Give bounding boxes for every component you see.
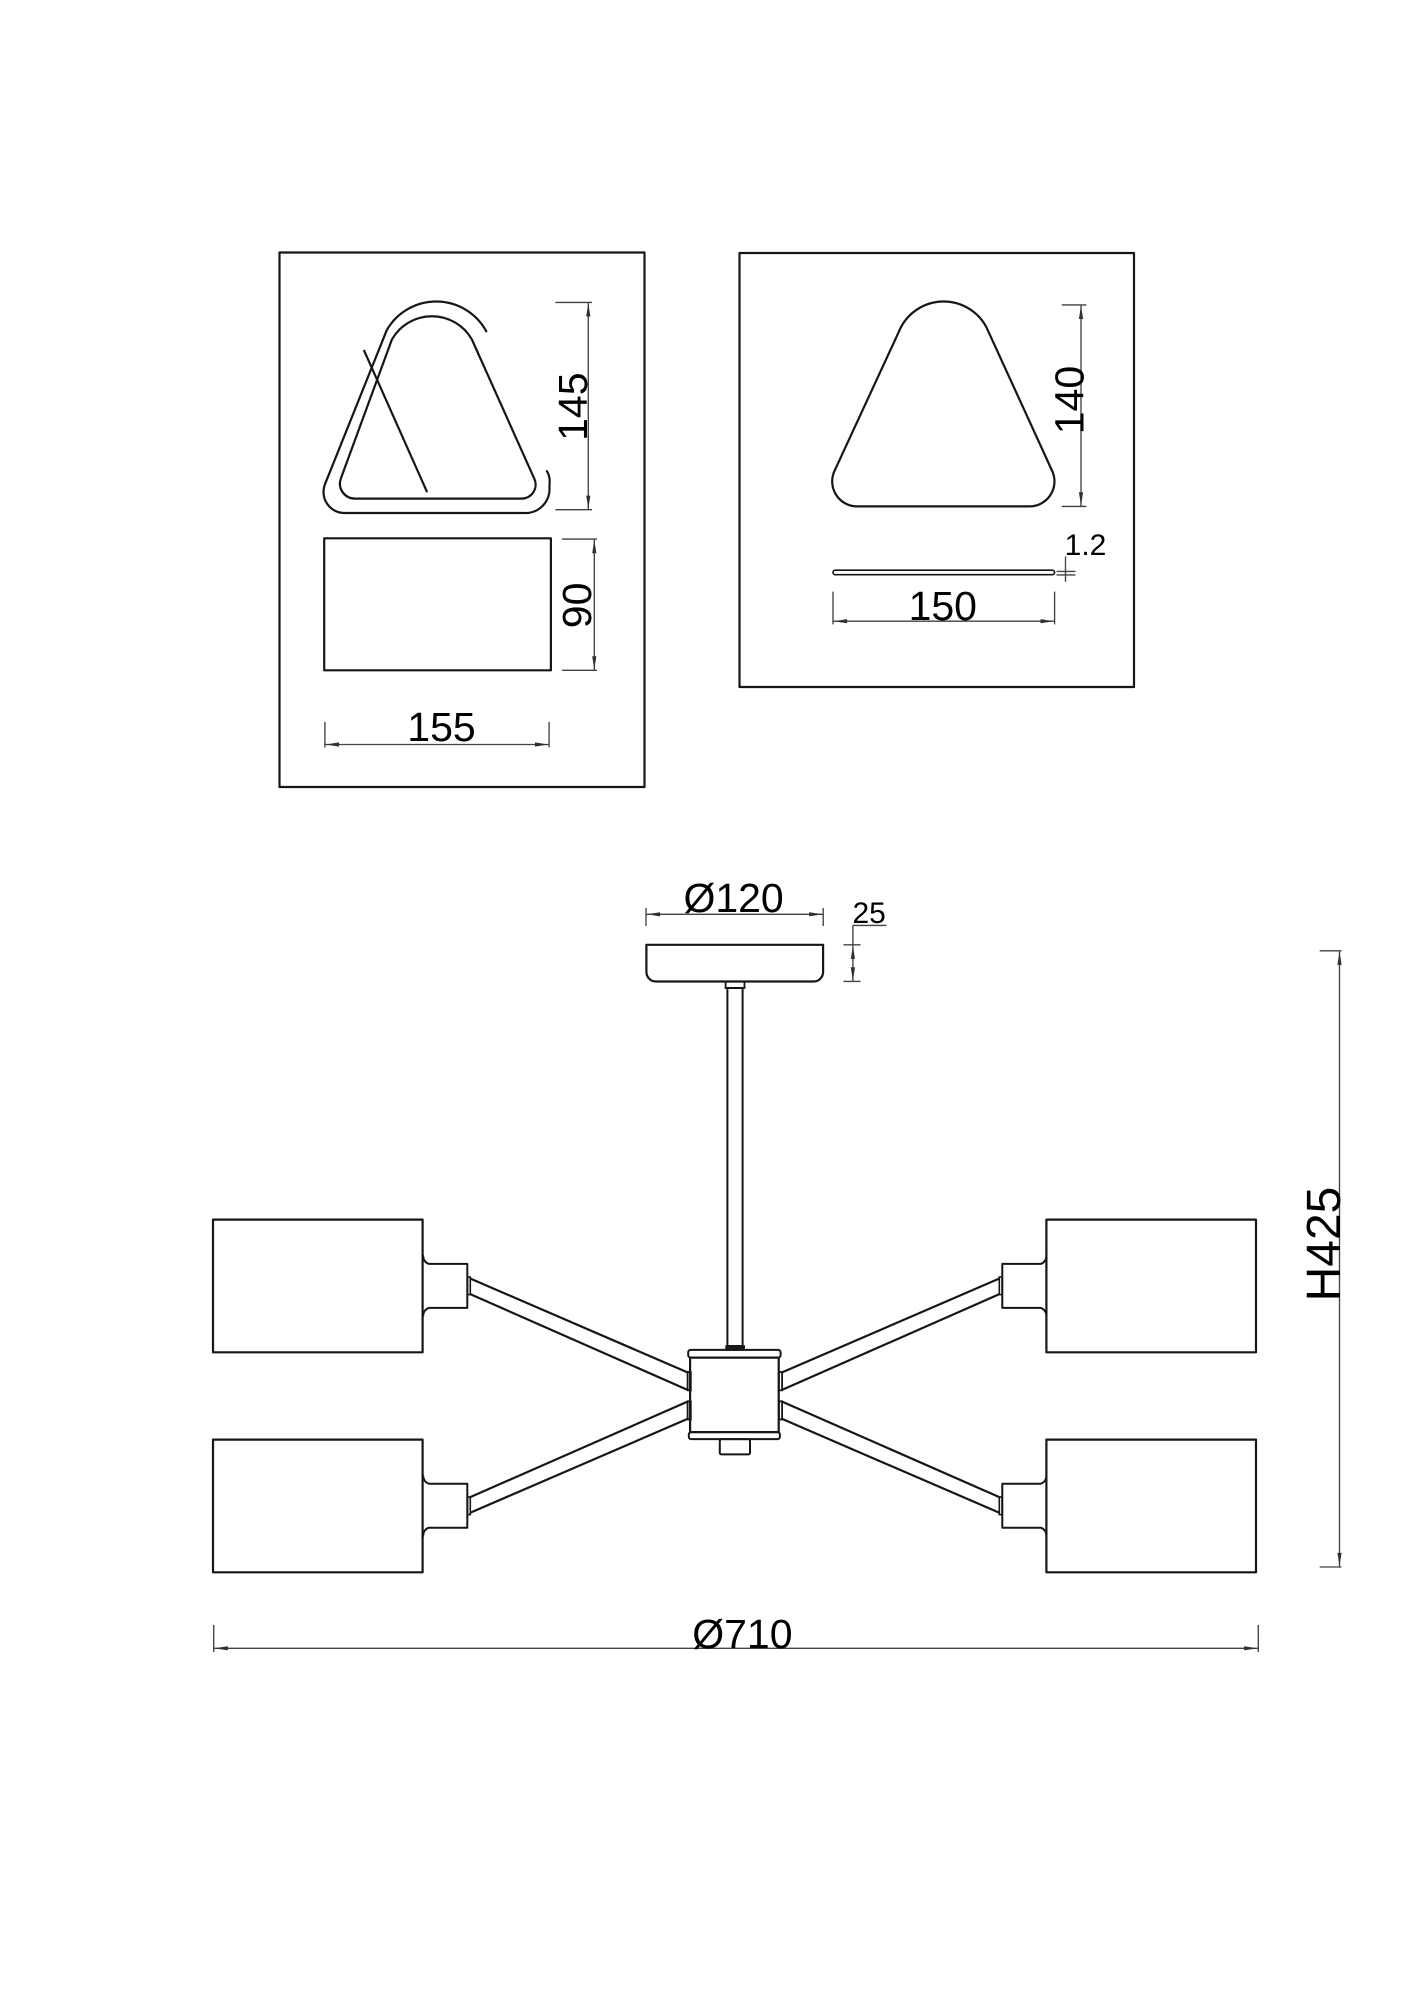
svg-text:150: 150 <box>909 583 977 629</box>
svg-text:155: 155 <box>407 704 475 750</box>
svg-text:H425: H425 <box>1298 1187 1351 1302</box>
svg-text:Ø710: Ø710 <box>692 1611 792 1657</box>
svg-text:140: 140 <box>1047 366 1093 434</box>
svg-text:25: 25 <box>853 897 886 930</box>
svg-text:Ø120: Ø120 <box>683 875 783 921</box>
svg-text:1.2: 1.2 <box>1065 529 1107 562</box>
svg-text:90: 90 <box>554 583 600 629</box>
svg-text:145: 145 <box>550 372 596 440</box>
